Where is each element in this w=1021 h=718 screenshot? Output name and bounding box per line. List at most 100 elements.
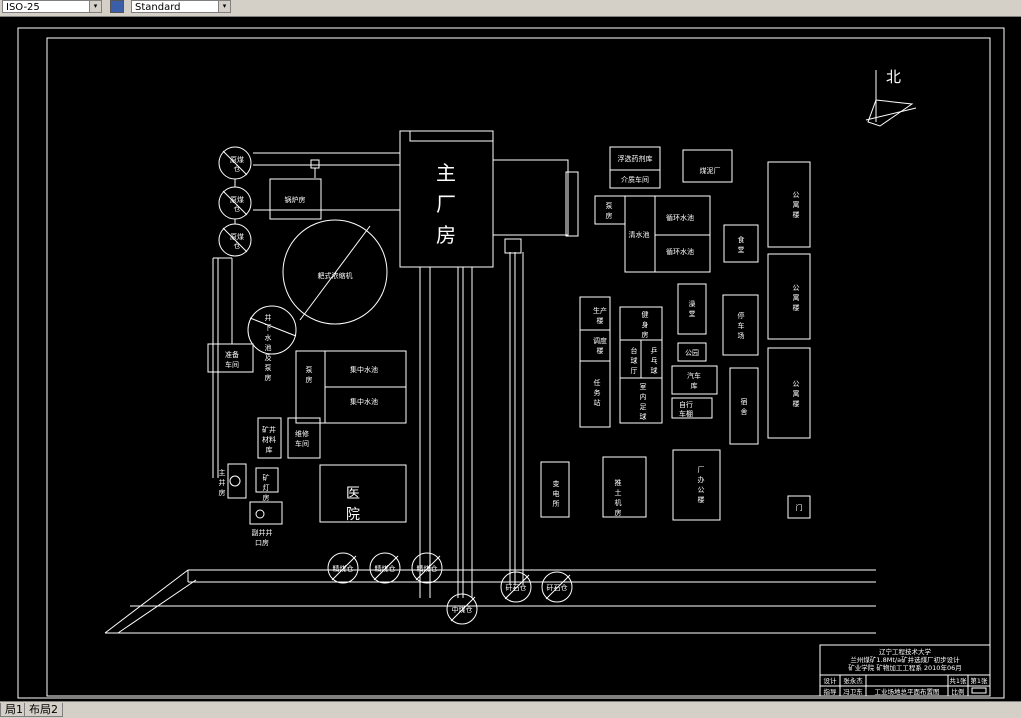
canteen-label: 食 xyxy=(738,235,745,244)
north-arrow-icon xyxy=(865,70,917,127)
scale-label: 比例 xyxy=(952,687,965,696)
textstyle-dropdown[interactable]: Standard ▾ xyxy=(131,0,231,13)
mine-pool-label: 池 xyxy=(265,343,272,352)
check-label: 指导 xyxy=(824,687,838,696)
work-shop-label: 务 xyxy=(594,388,601,397)
hospital-label: 院 xyxy=(346,507,360,523)
textstyle-value: Standard xyxy=(135,2,181,13)
tab-layout2[interactable]: 布局2 xyxy=(24,703,63,717)
main-shaft-label: 房 xyxy=(219,488,226,497)
substation-label: 所 xyxy=(553,499,560,508)
pingpong-label: 乓 xyxy=(651,356,658,365)
office-label: 寓 xyxy=(793,389,800,398)
textstyle-icon[interactable] xyxy=(110,0,124,13)
machine-room-label: 推 xyxy=(615,478,622,487)
pingpong-label: 球 xyxy=(651,366,658,375)
chevron-down-icon[interactable]: ▾ xyxy=(218,1,230,12)
parking-label: 场 xyxy=(738,331,745,340)
dance-label: 台 xyxy=(631,346,638,355)
canteen-label: 堂 xyxy=(738,245,745,254)
silo-label: 中煤仓 xyxy=(452,605,473,614)
coal-bunker-label: 仓 xyxy=(234,164,241,173)
fitness-label: 房 xyxy=(642,330,649,339)
flotation-reagent-label: 浮选药剂库 xyxy=(618,154,653,163)
title-university: 辽宁工程技术大学 xyxy=(879,647,932,656)
north-label: 北 xyxy=(886,68,901,86)
lamp-room-label: 灯 xyxy=(263,483,270,492)
factory-office-label: 办 xyxy=(698,475,705,484)
factory-office-label: 厂 xyxy=(698,466,705,474)
work-shop-label: 站 xyxy=(594,398,601,407)
substation-label: 电 xyxy=(553,489,560,498)
title-project: 兰州煤矿1.8Mt/a矿井选煤厂初步设计 xyxy=(850,655,960,664)
pump-room-label: 房 xyxy=(306,375,313,384)
lamp-room-label: 矿 xyxy=(263,473,270,482)
silo-label: 矸石仓 xyxy=(506,583,527,592)
factory-office-label: 公 xyxy=(698,486,705,494)
clear-pool-label: 清水池 xyxy=(629,230,650,239)
factory-office-label: 楼 xyxy=(698,495,705,504)
aux-shaft-label: 副井井 xyxy=(252,528,273,537)
office-label: 寓 xyxy=(793,200,800,209)
silo-label: 矸石仓 xyxy=(547,583,568,592)
guard-label: 舍 xyxy=(741,407,748,416)
prep-workshop-label: 车间 xyxy=(225,360,239,369)
dance-label: 球 xyxy=(631,356,638,365)
office-label: 公 xyxy=(793,380,800,388)
dimstyle-dropdown[interactable]: ISO-25 ▾ xyxy=(2,0,102,13)
main-plant-label: 主 xyxy=(436,161,456,185)
prep-workshop-label: 准备 xyxy=(225,350,239,359)
boiler-room-label: 锅炉房 xyxy=(285,195,306,204)
coal-bunker-label: 原煤 xyxy=(230,195,244,204)
checker-name: 冯卫东 xyxy=(843,687,863,696)
mine-pool-label: 泵 xyxy=(265,364,272,372)
chevron-down-icon[interactable]: ▾ xyxy=(89,1,101,12)
pump-room-label: 泵 xyxy=(606,202,613,210)
dispatch-label: 调度 xyxy=(593,336,607,345)
mine-pool-label: 井 xyxy=(265,313,272,322)
main-shaft-label: 主 xyxy=(219,468,226,477)
guard-label: 宿 xyxy=(741,397,748,406)
dimstyle-value: ISO-25 xyxy=(6,2,40,13)
machine-room-label: 机 xyxy=(615,498,622,507)
design-label: 设计 xyxy=(824,676,838,685)
indoor-ball-label: 足 xyxy=(640,403,647,411)
aux-shaft-label: 口房 xyxy=(255,538,269,547)
office-label: 公 xyxy=(793,191,800,199)
mine-material-label: 矿井 xyxy=(262,425,276,434)
bath-label: 澡 xyxy=(689,299,696,308)
toolbar: ISO-25 ▾ Standard ▾ xyxy=(0,0,1021,17)
park-label: 公园 xyxy=(685,349,699,357)
parking-label: 停 xyxy=(738,311,745,320)
dance-label: 厅 xyxy=(631,367,638,375)
pingpong-label: 乒 xyxy=(651,346,658,355)
main-plant-label: 房 xyxy=(436,223,456,247)
office-label: 公 xyxy=(793,284,800,292)
coal-slime-label: 煤泥厂 xyxy=(700,166,721,175)
inner-frame xyxy=(46,37,991,697)
work-shop-label: 任 xyxy=(594,378,601,387)
mine-material-label: 库 xyxy=(266,445,273,454)
garage-label: 库 xyxy=(691,381,698,390)
gate-label: 门 xyxy=(796,503,803,512)
indoor-ball-label: 室 xyxy=(640,382,647,391)
office-label: 楼 xyxy=(793,399,800,408)
office-label: 楼 xyxy=(793,210,800,219)
production-label: 楼 xyxy=(597,316,604,325)
mine-pool-label: 及 xyxy=(265,354,272,362)
drawing-name: 工业场地总平面布置图 xyxy=(875,687,940,696)
sheet-number: 第1张 xyxy=(970,676,988,685)
bath-label: 堂 xyxy=(689,309,696,318)
production-label: 生产 xyxy=(593,306,607,315)
silo-label: 精煤仓 xyxy=(375,564,396,573)
pump-room-label: 房 xyxy=(606,211,613,220)
garage-label: 汽车 xyxy=(687,371,701,380)
office-label: 寓 xyxy=(793,293,800,302)
main-shaft-label: 井 xyxy=(219,478,226,487)
machine-room-label: 土 xyxy=(615,488,622,497)
mine-material-label: 材料 xyxy=(262,435,276,444)
coal-bunker-label: 原煤 xyxy=(230,155,244,164)
office-label: 楼 xyxy=(793,303,800,312)
indoor-ball-label: 内 xyxy=(640,392,647,401)
mine-pool-label: 水 xyxy=(265,333,272,342)
